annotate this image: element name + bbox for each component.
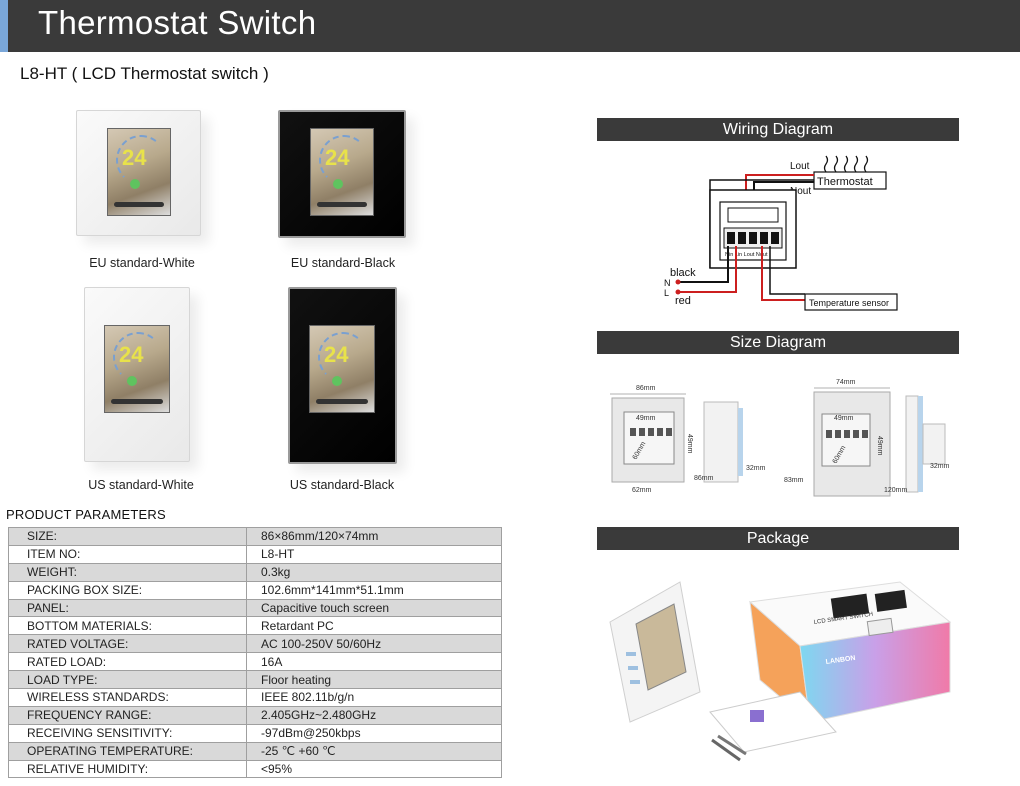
param-key: WIRELESS STANDARDS:: [8, 688, 247, 707]
param-value: 16A: [246, 652, 502, 672]
heat-symbol-icon: [823, 155, 869, 173]
caption-eu-black: EU standard-Black: [290, 256, 396, 270]
param-row: RELATIVE HUMIDITY:<95%: [8, 759, 502, 779]
thermostat-label: Thermostat: [817, 176, 873, 188]
param-key: OPERATING TEMPERATURE:: [8, 741, 247, 761]
lout-label: Lout: [790, 161, 810, 172]
header-bar: [0, 0, 1020, 52]
param-key: ITEM NO:: [8, 544, 247, 564]
param-row: BOTTOM MATERIALS:Retardant PC: [8, 616, 502, 636]
lcd-screen: 24: [104, 325, 170, 413]
param-key: FREQUENCY RANGE:: [8, 705, 247, 725]
param-value: -97dBm@250kbps: [246, 723, 502, 743]
param-key: RELATIVE HUMIDITY:: [8, 759, 247, 779]
l-label: L: [664, 288, 669, 298]
param-value: 0.3kg: [246, 562, 502, 582]
header-accent: [0, 0, 8, 52]
param-row: RATED LOAD:16A: [8, 652, 502, 672]
brand-label: LANBON: [825, 655, 856, 666]
svg-text:32mm: 32mm: [746, 465, 766, 472]
package-image: LCD SMART SWITCH LANBON: [609, 581, 952, 762]
param-value: 102.6mm*141mm*51.1mm: [246, 580, 502, 600]
param-value: 2.405GHz~2.480GHz: [246, 705, 502, 725]
param-row: WEIGHT:0.3kg: [8, 562, 502, 582]
param-row: RECEIVING SENSITIVITY:-97dBm@250kbps: [8, 723, 502, 743]
lcd-screen: 24: [310, 128, 374, 216]
package-header: Package: [597, 527, 959, 550]
page-title: Thermostat Switch: [38, 4, 317, 41]
param-key: RATED LOAD:: [8, 652, 247, 672]
red-label: red: [675, 295, 691, 307]
caption-eu-white: EU standard-White: [89, 256, 195, 270]
params-title: PRODUCT PARAMETERS: [6, 507, 166, 522]
param-row: WIRELESS STANDARDS:IEEE 802.11b/g/n: [8, 688, 502, 707]
wiring-diagram: Thermostat Lout Nout Nin Lin Lout Nout b…: [664, 155, 898, 311]
param-value: <95%: [246, 759, 502, 779]
param-key: RECEIVING SENSITIVITY:: [8, 723, 247, 743]
param-value: -25 ℃ +60 ℃: [246, 741, 502, 761]
param-value: Floor heating: [246, 670, 502, 690]
temperature-sensor-box: [804, 293, 898, 311]
param-row: OPERATING TEMPERATURE: -25 ℃ +60 ℃: [8, 741, 502, 761]
param-row: ITEM NO:L8-HT: [8, 544, 502, 564]
svg-text:86mm: 86mm: [694, 475, 714, 482]
param-value: IEEE 802.11b/g/n: [246, 688, 502, 707]
svg-text:62mm: 62mm: [632, 487, 652, 494]
param-row: FREQUENCY RANGE:2.405GHz~2.480GHz: [8, 705, 502, 725]
param-key: LOAD TYPE:: [8, 670, 247, 690]
svg-text:49mm: 49mm: [636, 415, 656, 422]
sensor-label: Temperature sensor: [809, 298, 889, 308]
param-row: PANEL:Capacitive touch screen: [8, 598, 502, 618]
param-key: RATED VOLTAGE:: [8, 634, 247, 654]
size-diagram-header: Size Diagram: [597, 331, 959, 354]
product-subtitle: L8-HT ( LCD Thermostat switch ): [20, 64, 269, 83]
svg-text:83mm: 83mm: [784, 477, 804, 484]
svg-text:74mm: 74mm: [836, 379, 856, 386]
svg-text:49mm: 49mm: [686, 434, 693, 454]
param-key: BOTTOM MATERIALS:: [8, 616, 247, 636]
size-diagram: 86mm 49mm 49mm 60mm 62mm 86mm 32mm 74mm …: [610, 379, 950, 497]
param-row: SIZE:86×86mm/120×74mm: [8, 527, 502, 546]
param-value: 86×86mm/120×74mm: [246, 527, 502, 546]
param-key: PANEL:: [8, 598, 247, 618]
svg-text:86mm: 86mm: [636, 385, 656, 392]
terminal-labels: Nin Lin Lout Nout: [725, 252, 768, 258]
lcd-screen: 24: [107, 128, 171, 216]
caption-us-black: US standard-Black: [289, 478, 395, 492]
svg-text:120mm: 120mm: [884, 487, 908, 494]
param-value: Retardant PC: [246, 616, 502, 636]
svg-text:49mm: 49mm: [876, 436, 883, 456]
param-row: RATED VOLTAGE:AC 100-250V 50/60Hz: [8, 634, 502, 654]
black-label: black: [670, 267, 696, 279]
param-row: LOAD TYPE:Floor heating: [8, 670, 502, 690]
param-value: Capacitive touch screen: [246, 598, 502, 618]
lcd-screen: 24: [309, 325, 375, 413]
nout-label: Nout: [790, 186, 811, 197]
param-value: AC 100-250V 50/60Hz: [246, 634, 502, 654]
caption-us-white: US standard-White: [88, 478, 194, 492]
wiring-diagram-header: Wiring Diagram: [597, 118, 959, 141]
svg-text:32mm: 32mm: [930, 463, 950, 470]
svg-text:49mm: 49mm: [834, 415, 854, 422]
param-key: WEIGHT:: [8, 562, 247, 582]
n-label: N: [664, 278, 671, 288]
param-value: L8-HT: [246, 544, 502, 564]
param-key: PACKING BOX SIZE:: [8, 580, 247, 600]
param-key: SIZE:: [8, 527, 247, 546]
param-row: PACKING BOX SIZE:102.6mm*141mm*51.1mm: [8, 580, 502, 600]
